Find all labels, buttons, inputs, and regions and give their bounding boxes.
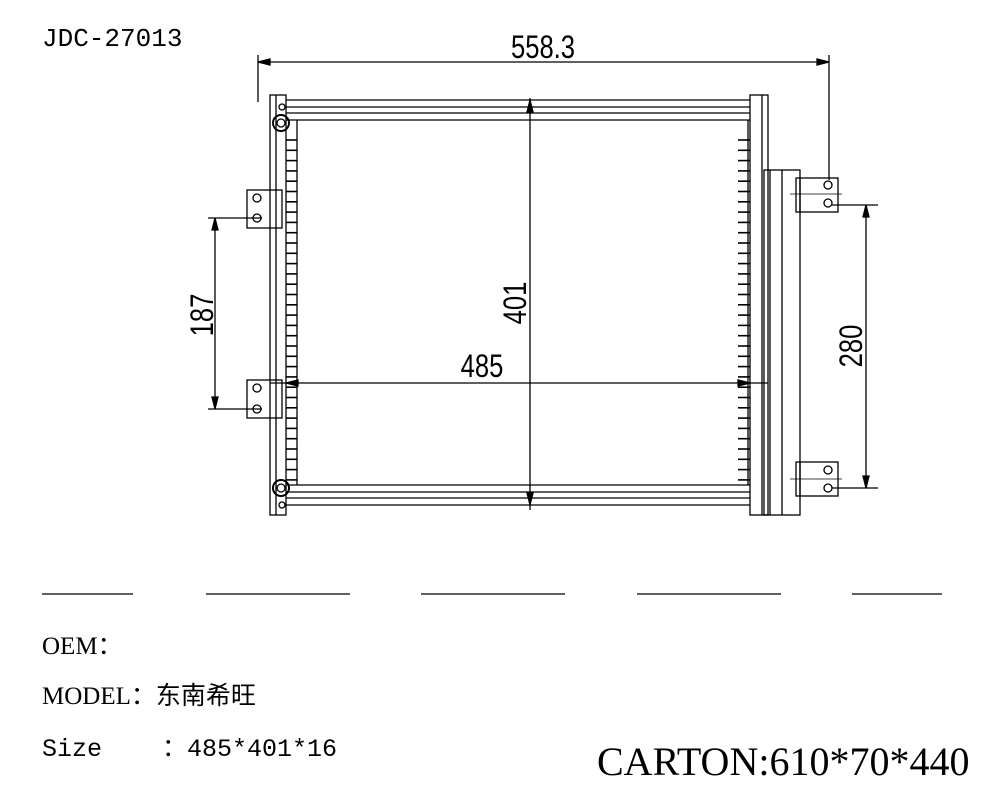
size-label: Size ： xyxy=(42,735,188,764)
dim-label-overall-width: 558.3 xyxy=(511,30,575,65)
dimension-core-height xyxy=(526,98,534,510)
inlet-fitting xyxy=(272,114,290,132)
dimension-right-bracket xyxy=(832,204,878,489)
dim-label-left-bracket: 187 xyxy=(185,294,220,337)
right-bracket-top xyxy=(790,177,842,213)
part-code: JDC-27013 xyxy=(42,24,183,54)
model-label: MODEL： xyxy=(42,683,156,710)
left-bracket-top xyxy=(246,189,283,229)
dimension-overall-width xyxy=(257,55,830,180)
oem-label: OEM： xyxy=(42,633,123,660)
condenser-core xyxy=(269,94,769,516)
carton-size: CARTON:610*70*440 xyxy=(597,739,970,784)
dim-label-core-width: 485 xyxy=(461,349,504,384)
right-bracket-bottom xyxy=(790,461,842,497)
dim-label-core-height: 401 xyxy=(498,282,533,325)
receiver-drier xyxy=(763,169,801,516)
dimension-left-bracket xyxy=(208,217,262,410)
model-value: 东南希旺 xyxy=(155,683,256,710)
outlet-fitting xyxy=(272,479,290,497)
fin-ticks xyxy=(286,139,750,481)
model-row: MODEL：东南希旺 xyxy=(42,676,256,712)
size-value: 485*401*16 xyxy=(187,735,338,764)
size-row: Size ：485*401*16 xyxy=(42,728,337,764)
left-bracket-bottom xyxy=(246,379,283,419)
dimension-core-width xyxy=(270,379,768,387)
dim-label-right-bracket: 280 xyxy=(834,325,869,368)
